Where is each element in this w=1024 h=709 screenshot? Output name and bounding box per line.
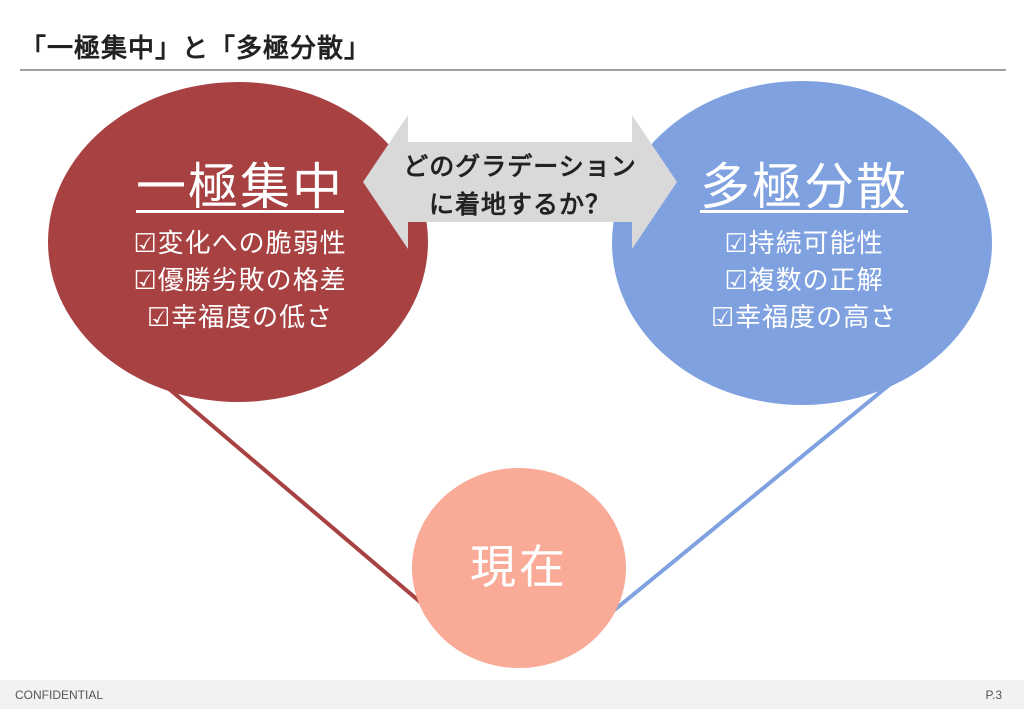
right-item: ☑幸福度の高さ [710, 303, 898, 333]
left-circle-heading: 一極集中 [136, 158, 344, 216]
confidential-label: CONFIDENTIAL [15, 688, 104, 702]
page-number: P.3 [985, 688, 1002, 702]
right-connector-line [610, 370, 907, 614]
footer-bar: CONFIDENTIAL P.3 [0, 680, 1024, 709]
right-circle-content: 多極分散 ☑持続可能性 ☑複数の正解 ☑幸福度の高さ [644, 158, 964, 337]
right-circle-heading: 多極分散 [700, 158, 908, 216]
right-item: ☑複数の正解 [724, 266, 884, 296]
current-label: 現在 [470, 540, 568, 594]
left-connector-line [133, 358, 434, 614]
right-item: ☑持続可能性 [724, 229, 884, 259]
arrow-label-line2: に着地するか？ [428, 190, 611, 219]
title-divider [20, 69, 1006, 71]
arrow-label: どのグラデーション に着地するか？ [400, 148, 640, 224]
left-item: ☑変化への脆弱性 [133, 229, 347, 259]
left-item: ☑幸福度の低さ [146, 303, 334, 333]
right-circle [612, 81, 992, 405]
arrow-label-line1: どのグラデーション [403, 152, 637, 181]
slide-title: 「一極集中」と「多極分散」 [20, 34, 372, 64]
current-circle [412, 468, 626, 668]
left-circle-content: 一極集中 ☑変化への脆弱性 ☑優勝劣敗の格差 ☑幸福度の低さ [85, 158, 395, 337]
double-arrow [363, 115, 677, 249]
left-item: ☑優勝劣敗の格差 [133, 266, 347, 296]
left-circle [48, 82, 428, 402]
